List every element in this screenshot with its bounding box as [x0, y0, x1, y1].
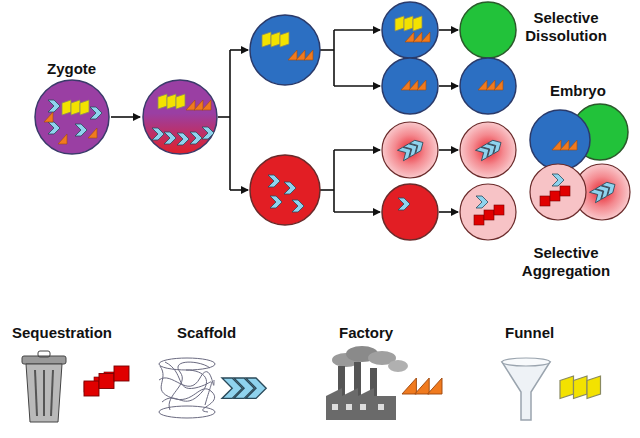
- stage-label: Zygote: [47, 60, 96, 78]
- pink-cell: [382, 122, 438, 178]
- legend-label: Factory: [339, 324, 393, 342]
- blue-cell: [382, 2, 438, 58]
- zygote-cell: [35, 80, 109, 154]
- pink-cell: [460, 122, 516, 178]
- blue-cell: [382, 58, 438, 114]
- factory-symbol: [402, 378, 442, 394]
- funnel-icon: [502, 358, 550, 420]
- trash-can-icon: [22, 351, 66, 422]
- blue-cell: [460, 58, 516, 114]
- red-cell: [382, 184, 438, 240]
- funnel-symbol: [560, 376, 601, 399]
- legend-label: Scaffold: [177, 324, 236, 342]
- scaffold-icon: [159, 358, 215, 418]
- sequestration-symbol: [84, 366, 129, 396]
- polarized-cell: [143, 80, 217, 154]
- process-label: Selective Dissolution: [514, 9, 618, 45]
- factory-icon: [326, 346, 408, 420]
- aggregating-cell: [460, 184, 516, 240]
- scaffold-symbol: [222, 378, 266, 398]
- blue-cell: [250, 15, 320, 85]
- dissolved-cell: [460, 2, 516, 58]
- process-label: Selective Aggregation: [514, 244, 618, 280]
- red-cell: [250, 155, 320, 225]
- embryo: [530, 104, 630, 220]
- legend-label: Sequestration: [12, 324, 112, 342]
- stage-label: Embryo: [550, 82, 606, 100]
- legend-label: Funnel: [505, 324, 554, 342]
